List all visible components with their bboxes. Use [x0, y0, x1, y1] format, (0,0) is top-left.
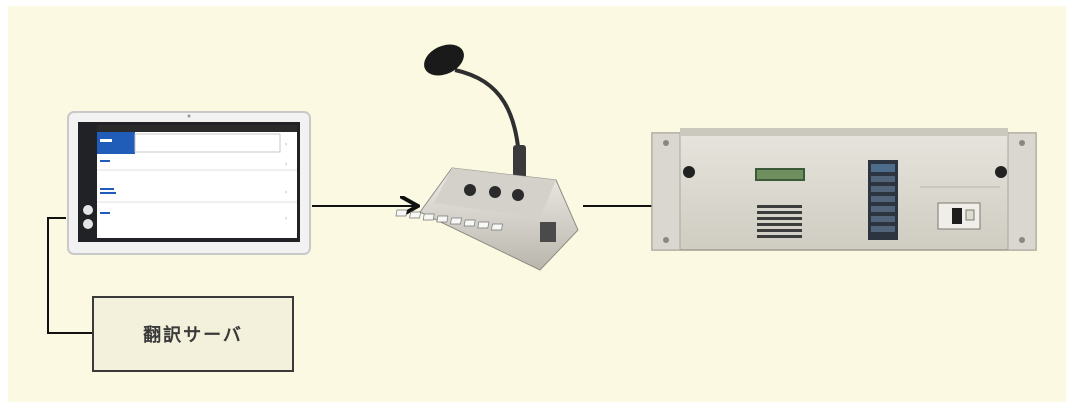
amplifier-device: [652, 128, 1036, 250]
svg-text:›: ›: [285, 161, 287, 168]
microphone-device: [396, 38, 578, 270]
svg-text:›: ›: [285, 189, 287, 196]
svg-text:›: ›: [285, 141, 287, 148]
tablet-device: › › › ›: [68, 112, 310, 254]
svg-text:›: ›: [285, 215, 287, 222]
translation-server-label: 翻訳サーバ: [92, 296, 294, 372]
